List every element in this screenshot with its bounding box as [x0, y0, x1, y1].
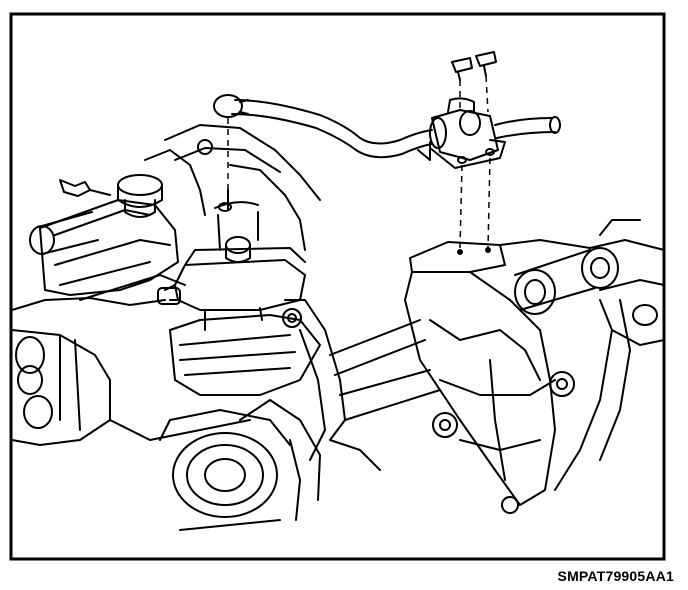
- mounting-bracket: [329, 219, 665, 514]
- alignment-line-mount-left: [459, 164, 463, 249]
- crank-pulley: [172, 432, 278, 518]
- mount-holes: [457, 247, 491, 255]
- bracket-bolt-lower: [432, 412, 458, 438]
- alignment-lines: [227, 75, 491, 249]
- lower-left-housing: [11, 329, 291, 531]
- bracket-boss-left: [514, 269, 556, 315]
- solenoid-valve: [417, 97, 506, 169]
- vacuum-hose: [213, 94, 561, 159]
- pivot-bolt: [282, 308, 302, 328]
- alignment-line-mount-right: [487, 157, 491, 249]
- hose-fitting: [213, 94, 243, 118]
- valve-bracket: [429, 139, 506, 169]
- bolts: [451, 51, 497, 81]
- bolt-right: [475, 51, 497, 77]
- line-art: [11, 51, 665, 531]
- bolt-left: [451, 57, 473, 81]
- bracket-boss-right: [581, 247, 619, 289]
- engine-block-left: [11, 124, 321, 311]
- bracket-bolt-upper: [549, 371, 575, 397]
- figure-frame: [9, 12, 666, 561]
- figure-id-code: SMPAT79905AA1: [557, 568, 674, 584]
